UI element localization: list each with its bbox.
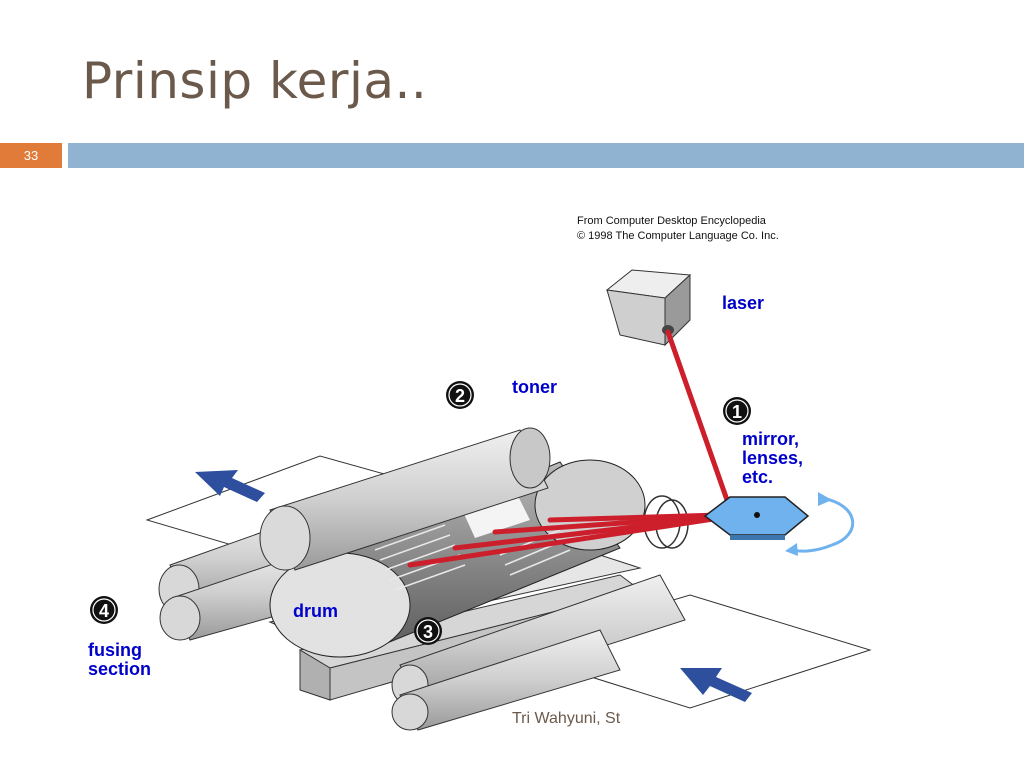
slide-number: 33 [23, 148, 39, 163]
input-arrow-icon [680, 668, 752, 702]
step-badge-3: 3 [414, 617, 442, 645]
label-laser: laser [722, 293, 764, 313]
label-mirror-line-2: lenses, [742, 448, 803, 468]
rotation-arrowhead-top-icon [818, 492, 832, 506]
rotation-arrowhead-bottom-icon [785, 543, 798, 556]
feed-roller-lower [391, 629, 621, 731]
slide-title: Prinsip kerja.. [82, 52, 428, 110]
slide-number-box: 33 [0, 143, 62, 168]
toner-roller [259, 427, 551, 571]
footer-author: Tri Wahyuni, St [512, 710, 621, 727]
laser-unit [605, 269, 692, 347]
step-number-4: 4 [99, 601, 109, 621]
laser-beams [407, 329, 730, 568]
label-fusing-line-2: section [88, 659, 151, 679]
label-mirror-line-1: mirror, [742, 429, 799, 449]
label-toner: toner [512, 377, 557, 397]
title-rule-bar [68, 143, 1024, 168]
credit-line-2: © 1998 The Computer Language Co. Inc. [577, 230, 779, 242]
rotation-arrow-icon [791, 496, 855, 553]
label-mirror-line-3: etc. [742, 467, 773, 487]
output-arrow-icon [195, 470, 265, 502]
step-badge-4: 4 [90, 596, 118, 624]
step-number-1: 1 [732, 402, 742, 422]
step-badge-1: 1 [723, 397, 751, 425]
step-number-3: 3 [423, 622, 433, 642]
rotating-mirror [703, 496, 810, 540]
credit-line-1: From Computer Desktop Encyclopedia [577, 215, 767, 227]
label-fusing-line-1: fusing [88, 640, 142, 660]
step-number-2: 2 [455, 386, 465, 406]
label-drum: drum [293, 601, 338, 621]
step-badge-2: 2 [446, 381, 474, 409]
